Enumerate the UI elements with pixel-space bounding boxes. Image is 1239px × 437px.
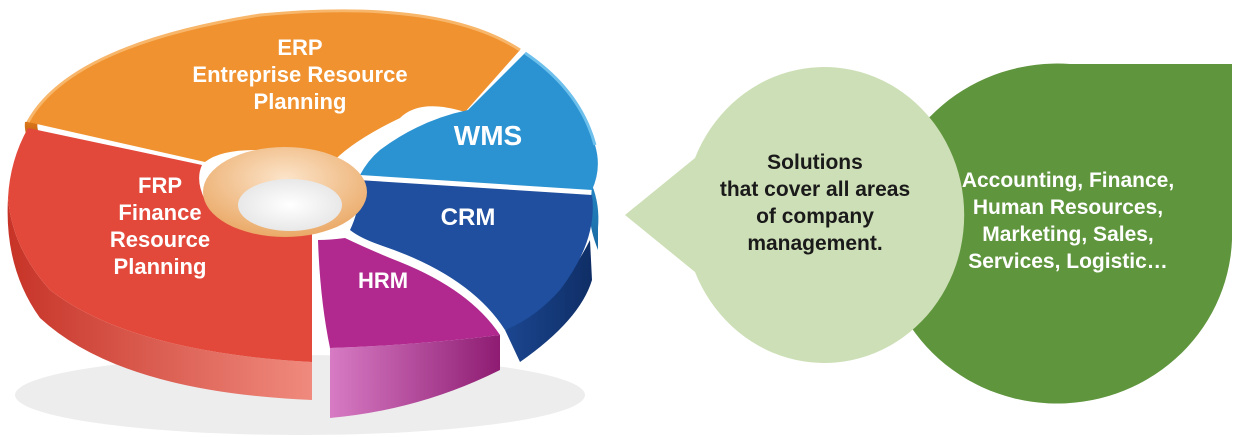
wms-segment-top (360, 53, 598, 190)
dark-bubble-line3: Marketing, Sales, (982, 223, 1154, 246)
crm-segment-top (350, 180, 593, 330)
erp-label-line2: Entreprise Resource (192, 62, 407, 87)
dark-bubble-line1: Accounting, Finance, (962, 169, 1174, 192)
hrm-label: HRM (358, 268, 408, 293)
frp-label-line1: FRP (138, 173, 182, 198)
frp-label-line3: Resource (110, 227, 210, 252)
light-bubble-line2: that cover all areas (720, 178, 910, 201)
erp-label: ERP Entreprise Resource Planning (192, 35, 407, 114)
frp-label-line4: Planning (114, 254, 207, 279)
dark-bubble-text: Accounting, Finance, Human Resources, Ma… (962, 169, 1174, 273)
frp-segment-top (8, 128, 312, 362)
light-bubble-line1: Solutions (767, 151, 863, 174)
erp-label-line1: ERP (277, 35, 322, 60)
frp-label: FRP Finance Resource Planning (110, 173, 210, 279)
dark-green-bubble (882, 63, 1232, 404)
pie-center-plate (238, 179, 342, 231)
crm-label: CRM (441, 204, 496, 231)
wms-segment-edge (524, 51, 597, 146)
wms-label: WMS (454, 120, 522, 151)
frp-segment-side (7, 198, 312, 400)
light-bubble-line4: management. (747, 232, 882, 255)
frp-label-line2: Finance (118, 200, 201, 225)
hrm-segment-side (330, 335, 500, 418)
dark-bubble-line4: Services, Logistic… (968, 250, 1168, 273)
erp-label-line3: Planning (254, 89, 347, 114)
dark-bubble-line2: Human Resources, (973, 196, 1163, 219)
erp-segment-top (28, 10, 520, 165)
erp-segment-edge (26, 9, 521, 123)
hrm-segment-top (318, 238, 500, 348)
light-bubble-line3: of company (756, 205, 874, 228)
light-green-bubble (625, 66, 965, 363)
light-bubble-text: Solutions that cover all areas of compan… (720, 151, 910, 255)
